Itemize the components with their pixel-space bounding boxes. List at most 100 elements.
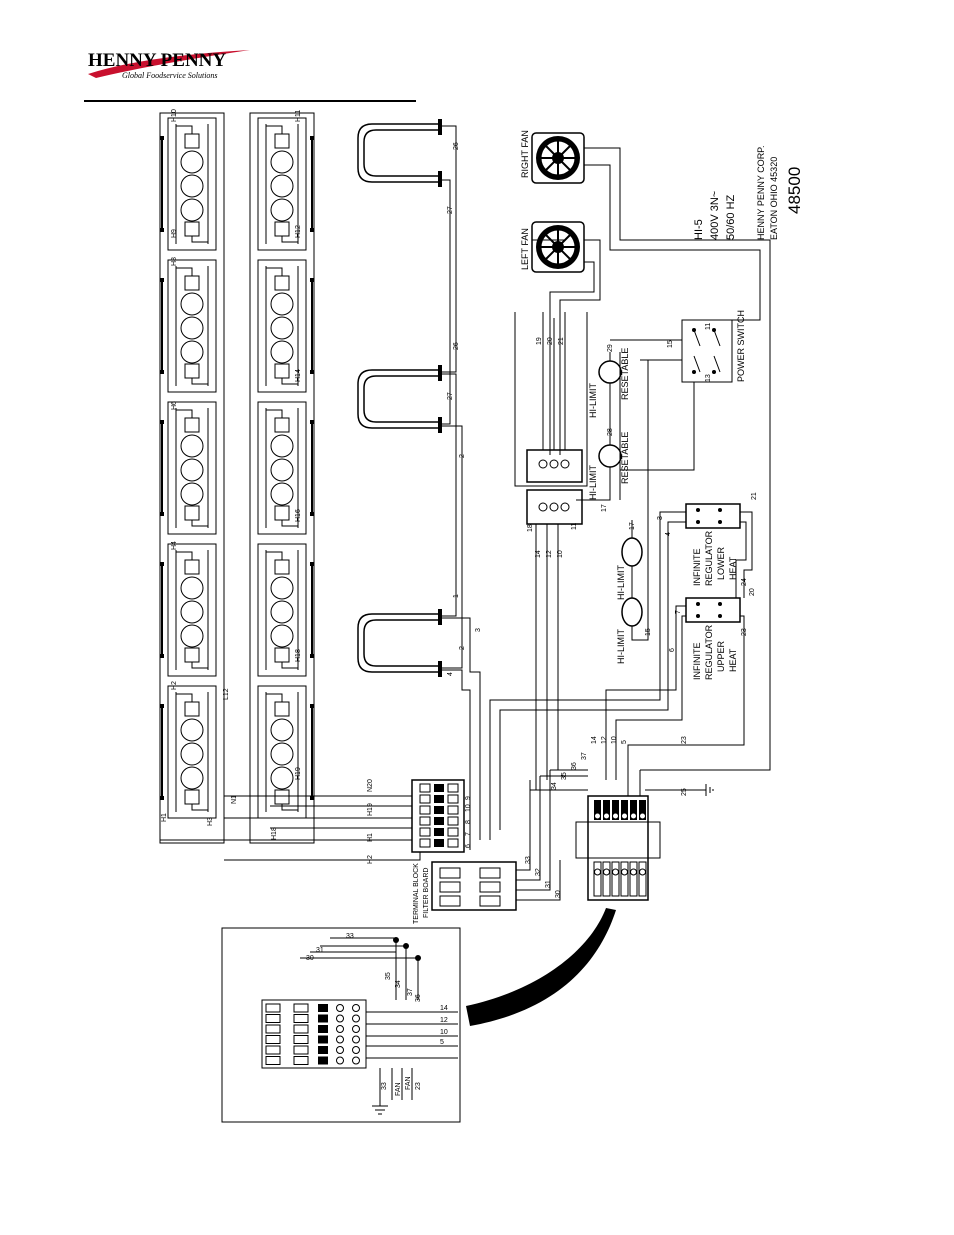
label-h4: H4 <box>171 541 178 550</box>
wire-6: 6 <box>669 648 676 652</box>
inset-slot <box>265 1003 281 1013</box>
reg-lower-line2: REGULATOR <box>704 530 714 586</box>
terminal-slot <box>447 827 459 837</box>
wire-9: 9 <box>465 796 472 800</box>
terminal-screw <box>639 868 646 876</box>
label-h3: H3 <box>207 817 214 826</box>
wire-4b: 4 <box>665 532 672 536</box>
heater-element <box>257 543 314 677</box>
inset-wire-37: 37 <box>407 988 414 996</box>
terminal-slot <box>447 794 459 804</box>
wire-26a: 26 <box>453 142 460 150</box>
label-h8: H8 <box>171 257 178 266</box>
label-h16: H16 <box>295 509 302 522</box>
wire-4a: 4 <box>447 672 454 676</box>
terminal-slot <box>603 800 610 820</box>
reg-lower-line1: INFINITE <box>692 549 702 587</box>
label-h1b: H1 <box>367 833 374 842</box>
label-h2b: H2 <box>367 855 374 864</box>
terminal-slot <box>638 861 647 897</box>
inset-slot <box>293 1003 309 1013</box>
terminal-slot <box>419 783 431 793</box>
wire-20b: 20 <box>749 588 756 596</box>
wire-15b: 15 <box>667 340 674 348</box>
inset-wire-36: 36 <box>415 994 422 1002</box>
wire-13: 13 <box>705 374 712 382</box>
inset-wire-33: 33 <box>346 933 354 940</box>
inset-screw <box>352 1025 360 1033</box>
wire-34: 34 <box>551 782 558 790</box>
inset-slot <box>318 1025 328 1033</box>
wire-11: 11 <box>571 523 578 530</box>
wire-10c: 10 <box>611 736 618 744</box>
wire-8: 8 <box>465 820 472 824</box>
terminal-slot <box>434 817 444 825</box>
inset-slot <box>293 1035 309 1044</box>
heater-element <box>160 685 217 819</box>
wire-2a: 2 <box>459 454 466 458</box>
label-h19b: H19 <box>367 803 374 816</box>
terminal-slot <box>447 838 459 848</box>
inset-fan-1: FAN <box>395 1082 402 1096</box>
label-n20: N20 <box>367 779 374 792</box>
hi-limit-label-2: HI-LIMIT <box>588 464 598 500</box>
wire-23a: 23 <box>741 628 748 636</box>
inset-wire-35: 35 <box>385 972 392 980</box>
terminal-slot <box>602 861 611 897</box>
terminal-slot <box>620 861 629 897</box>
terminal-screw <box>603 812 610 820</box>
terminal-block-label: TERMINAL BLOCK <box>413 863 420 924</box>
reg-lower-line3: LOWER <box>716 546 726 580</box>
terminal-slot <box>419 805 431 815</box>
heater-element <box>257 117 314 251</box>
right-fan-label: RIGHT FAN <box>520 130 530 178</box>
terminal-slot <box>434 839 444 847</box>
inset-slot <box>265 1035 281 1044</box>
wire-3b: 3 <box>657 516 664 520</box>
fan-wiring <box>532 147 771 771</box>
inset-screw <box>352 1056 360 1065</box>
hi-limit-lower-2: HI-LIMIT 15 <box>616 360 652 664</box>
inset-slot <box>293 1045 309 1055</box>
heater-element <box>160 117 217 251</box>
filter-board: TERMINAL BLOCK FILTER BOARD <box>413 770 561 924</box>
wire-harness <box>466 908 616 1026</box>
wire-37: 37 <box>581 752 588 760</box>
wire-25: 25 <box>681 788 688 796</box>
terminal-screw <box>630 868 637 876</box>
contactor: 19 20 21 18 14 12 10 11 <box>514 312 588 790</box>
wire-27a: 27 <box>447 206 454 214</box>
terminal-screw <box>594 868 601 876</box>
heater-terminal-block: N20 H19 H1 H2 9 10 8 7 6 <box>160 779 472 864</box>
inset-slot <box>265 1014 281 1023</box>
left-fan-label: LEFT FAN <box>520 228 530 270</box>
inset-slot <box>318 1004 328 1012</box>
inset-wire-23: 23 <box>415 1082 422 1090</box>
wire-28: 28 <box>607 428 614 436</box>
inset-wire-14: 14 <box>440 1005 448 1012</box>
inset-wire-34: 34 <box>395 980 402 988</box>
terminal-slot <box>419 816 431 826</box>
wire-19: 19 <box>536 337 543 345</box>
terminal-slot <box>629 861 638 897</box>
wire-11b: 11 <box>705 323 712 330</box>
wire-29: 29 <box>607 344 614 352</box>
inset-wire-5: 5 <box>440 1039 444 1046</box>
wire-15a: 15 <box>645 628 652 636</box>
wire-5: 5 <box>621 740 628 744</box>
terminal-screw <box>594 812 601 820</box>
logo-brand: HENNY PENNY <box>88 50 226 71</box>
terminal-slot <box>419 838 431 848</box>
terminal-slot <box>447 816 459 826</box>
inset-panel: 33 31 30 35 34 37 36 14 12 10 5 33 FAN F… <box>221 927 461 1123</box>
label-h9: H9 <box>171 229 178 238</box>
wire-3a: 3 <box>475 628 482 632</box>
label-l12: L12 <box>223 688 230 700</box>
inset-slot <box>265 1024 281 1034</box>
wire-27b: 27 <box>447 392 454 400</box>
terminal-screw <box>621 812 628 820</box>
spec-frequency: 50/60 HZ <box>725 194 737 240</box>
wire-21: 21 <box>558 337 565 345</box>
wire-14b: 14 <box>591 736 598 744</box>
